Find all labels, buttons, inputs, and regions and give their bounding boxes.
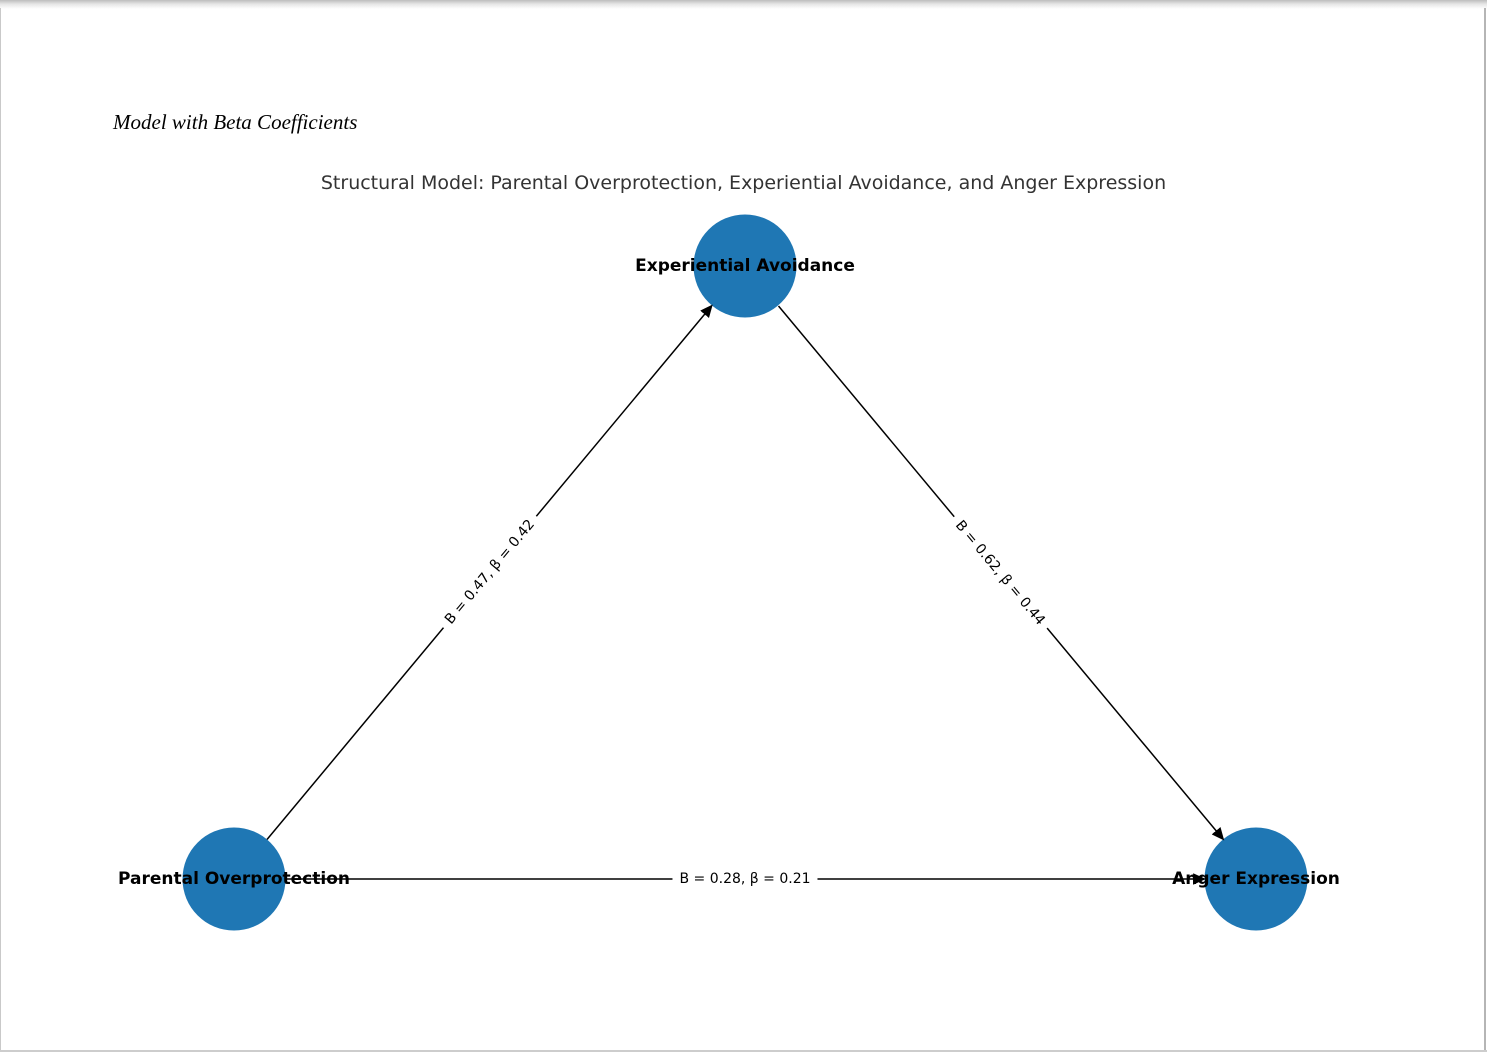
window-left-edge xyxy=(0,8,1,1052)
window-top-edge xyxy=(0,0,1487,9)
node-circle-parental-overprotection xyxy=(182,827,286,931)
figure-title: Structural Model: Parental Overprotectio… xyxy=(320,172,1167,194)
node-label-parental-overprotection: Parental Overprotection xyxy=(118,869,350,889)
page-heading: Model with Beta Coefficients xyxy=(113,110,358,134)
node-circle-experiential-avoidance xyxy=(693,214,797,318)
window-right-edge xyxy=(1484,8,1486,1052)
node-label-anger-expression: Anger Expression xyxy=(1172,869,1340,889)
node-label-experiential-avoidance: Experiential Avoidance xyxy=(635,256,855,276)
node-labels-layer: Parental Overprotection Experiential Avo… xyxy=(117,0,1487,1052)
node-circle-anger-expression xyxy=(1204,827,1308,931)
window-bottom-edge xyxy=(0,1050,1487,1052)
edge-label-parental-to-anger: B = 0.28, β = 0.21 xyxy=(672,870,818,888)
